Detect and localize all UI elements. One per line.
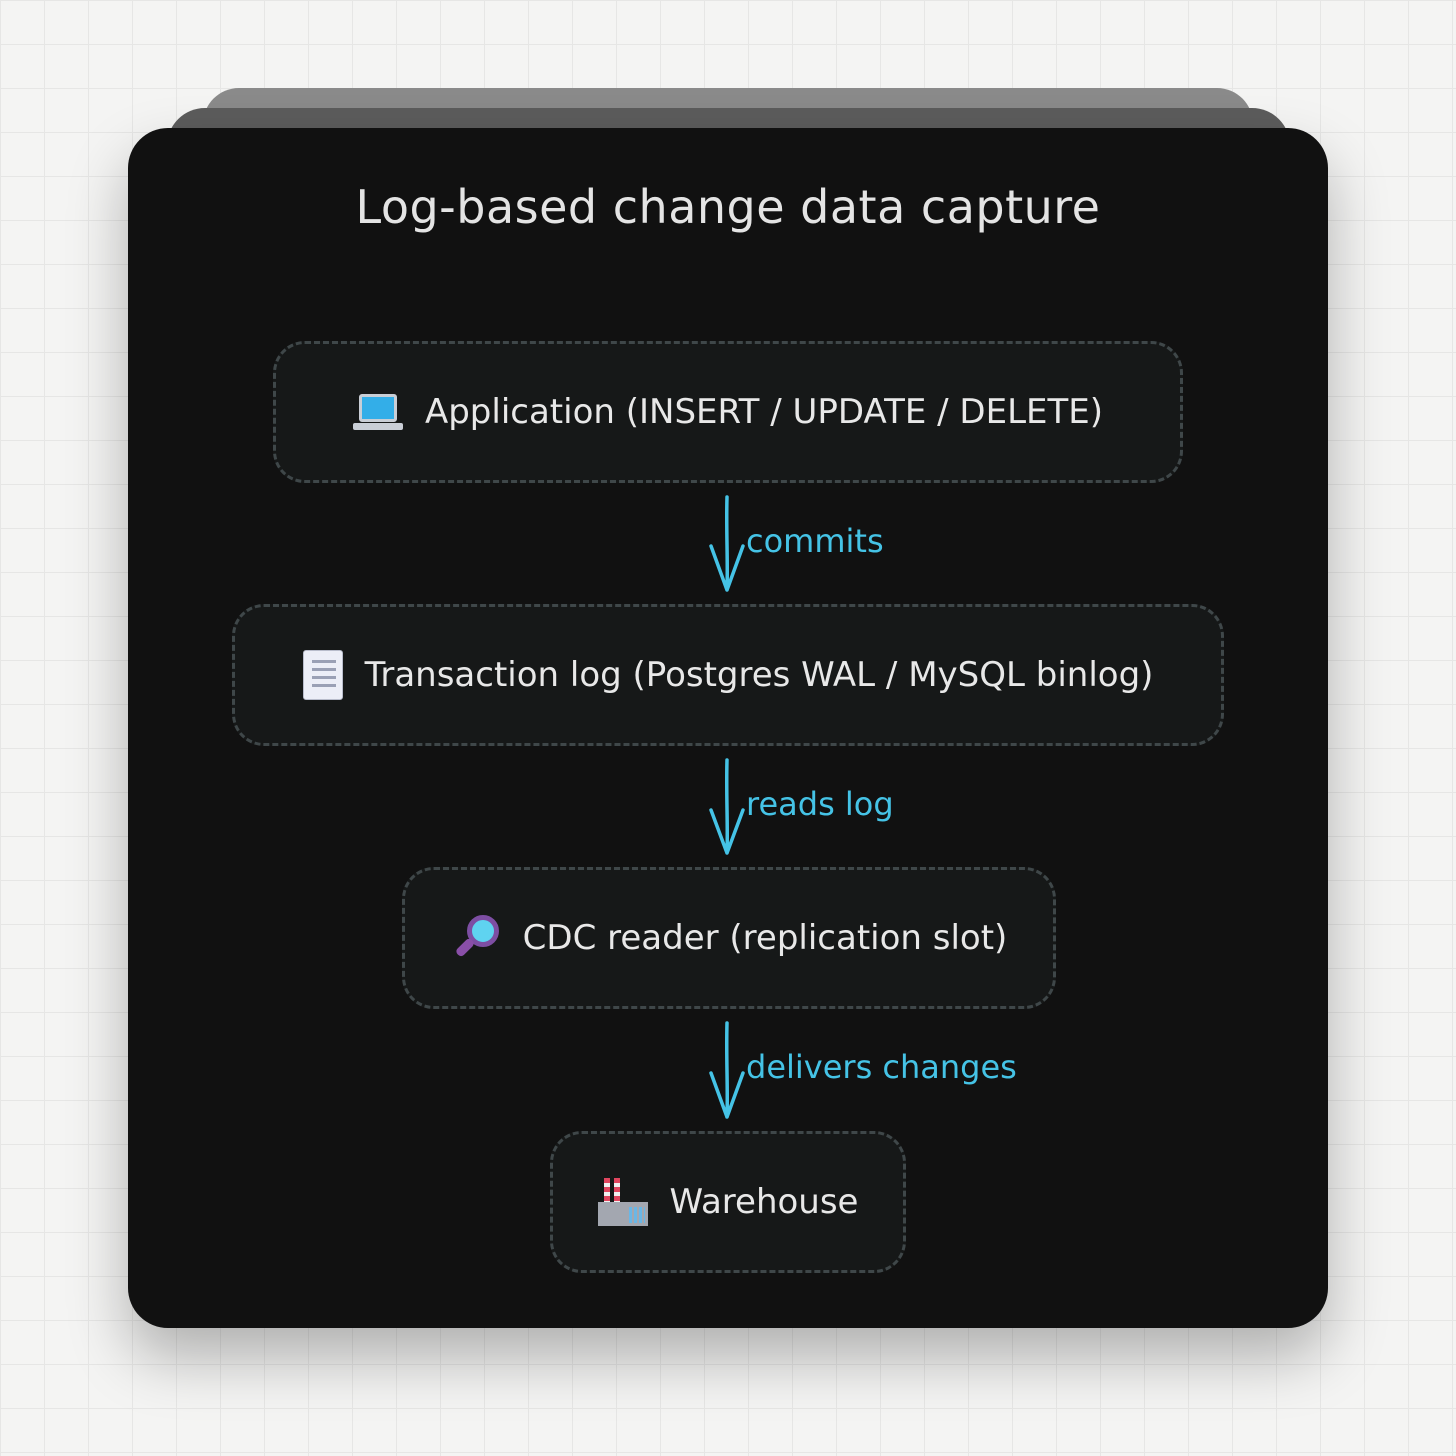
arrow-commits <box>709 495 745 592</box>
node-transaction-log[interactable]: Transaction log (Postgres WAL / MySQL bi… <box>232 604 1224 746</box>
node-transaction-log-label: Transaction log (Postgres WAL / MySQL bi… <box>364 655 1154 695</box>
node-application-label: Application (INSERT / UPDATE / DELETE) <box>424 392 1104 432</box>
node-cdc-reader-label: CDC reader (replication slot) <box>522 918 1008 958</box>
factory-icon <box>597 1178 648 1226</box>
laptop-icon <box>352 394 403 430</box>
edge-label-delivers-changes: delivers changes <box>746 1048 1017 1086</box>
arrow-delivers-changes <box>709 1021 745 1119</box>
edge-label-commits: commits <box>746 522 884 560</box>
receipt-icon <box>302 650 343 700</box>
node-application[interactable]: Application (INSERT / UPDATE / DELETE) <box>273 341 1183 483</box>
edge-label-reads-log: reads log <box>746 785 894 823</box>
magnifying-glass-icon <box>451 913 501 963</box>
node-warehouse[interactable]: Warehouse <box>550 1131 906 1273</box>
node-cdc-reader[interactable]: CDC reader (replication slot) <box>402 867 1056 1009</box>
diagram-title: Log-based change data capture <box>355 180 1101 234</box>
arrow-reads-log <box>709 758 745 855</box>
node-warehouse-label: Warehouse <box>669 1182 859 1222</box>
